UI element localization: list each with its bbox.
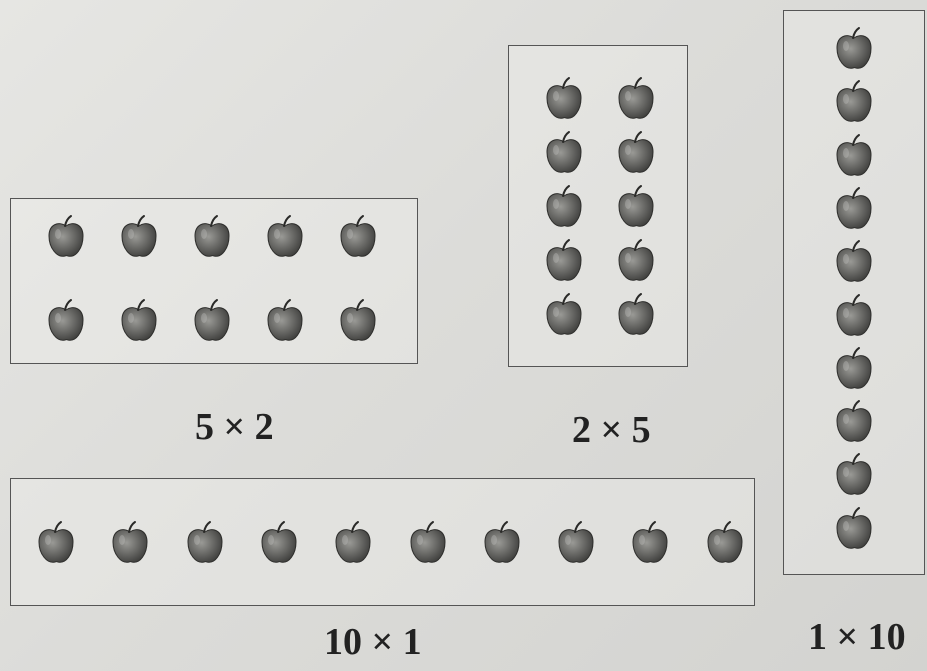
apple-icon	[834, 239, 874, 285]
apple-icon	[110, 520, 150, 566]
apple-icon	[544, 292, 584, 338]
apple-icon	[616, 76, 656, 122]
apple-icon	[544, 238, 584, 284]
apple-icon	[616, 292, 656, 338]
apple-icon	[544, 76, 584, 122]
apple-icon	[192, 298, 232, 344]
apple-icon	[259, 520, 299, 566]
apple-icon	[46, 298, 86, 344]
apple-icon	[544, 184, 584, 230]
label-1x10: 1 × 10	[808, 615, 906, 659]
apple-icon	[616, 130, 656, 176]
apple-icon	[630, 520, 670, 566]
apple-icon	[185, 520, 225, 566]
apple-icon	[834, 346, 874, 392]
apple-icon	[556, 520, 596, 566]
apple-icon	[544, 130, 584, 176]
apple-icon	[834, 133, 874, 179]
label-5x2: 5 × 2	[195, 405, 274, 449]
apple-icon	[834, 506, 874, 552]
apple-icon	[834, 79, 874, 125]
apple-icon	[616, 184, 656, 230]
apple-icon	[265, 298, 305, 344]
label-10x1: 10 × 1	[324, 620, 422, 664]
apple-icon	[834, 399, 874, 445]
apple-icon	[265, 214, 305, 260]
apple-icon	[338, 298, 378, 344]
apple-icon	[834, 186, 874, 232]
array-box-2x5	[508, 45, 688, 367]
apple-icon	[36, 520, 76, 566]
apple-icon	[408, 520, 448, 566]
apple-icon	[834, 452, 874, 498]
apple-icon	[834, 293, 874, 339]
apple-icon	[119, 214, 159, 260]
label-2x5: 2 × 5	[572, 408, 651, 452]
apple-icon	[338, 214, 378, 260]
apple-icon	[834, 26, 874, 72]
apple-icon	[482, 520, 522, 566]
apple-icon	[705, 520, 745, 566]
apple-icon	[119, 298, 159, 344]
apple-icon	[616, 238, 656, 284]
apple-icon	[333, 520, 373, 566]
apple-icon	[46, 214, 86, 260]
apple-icon	[192, 214, 232, 260]
